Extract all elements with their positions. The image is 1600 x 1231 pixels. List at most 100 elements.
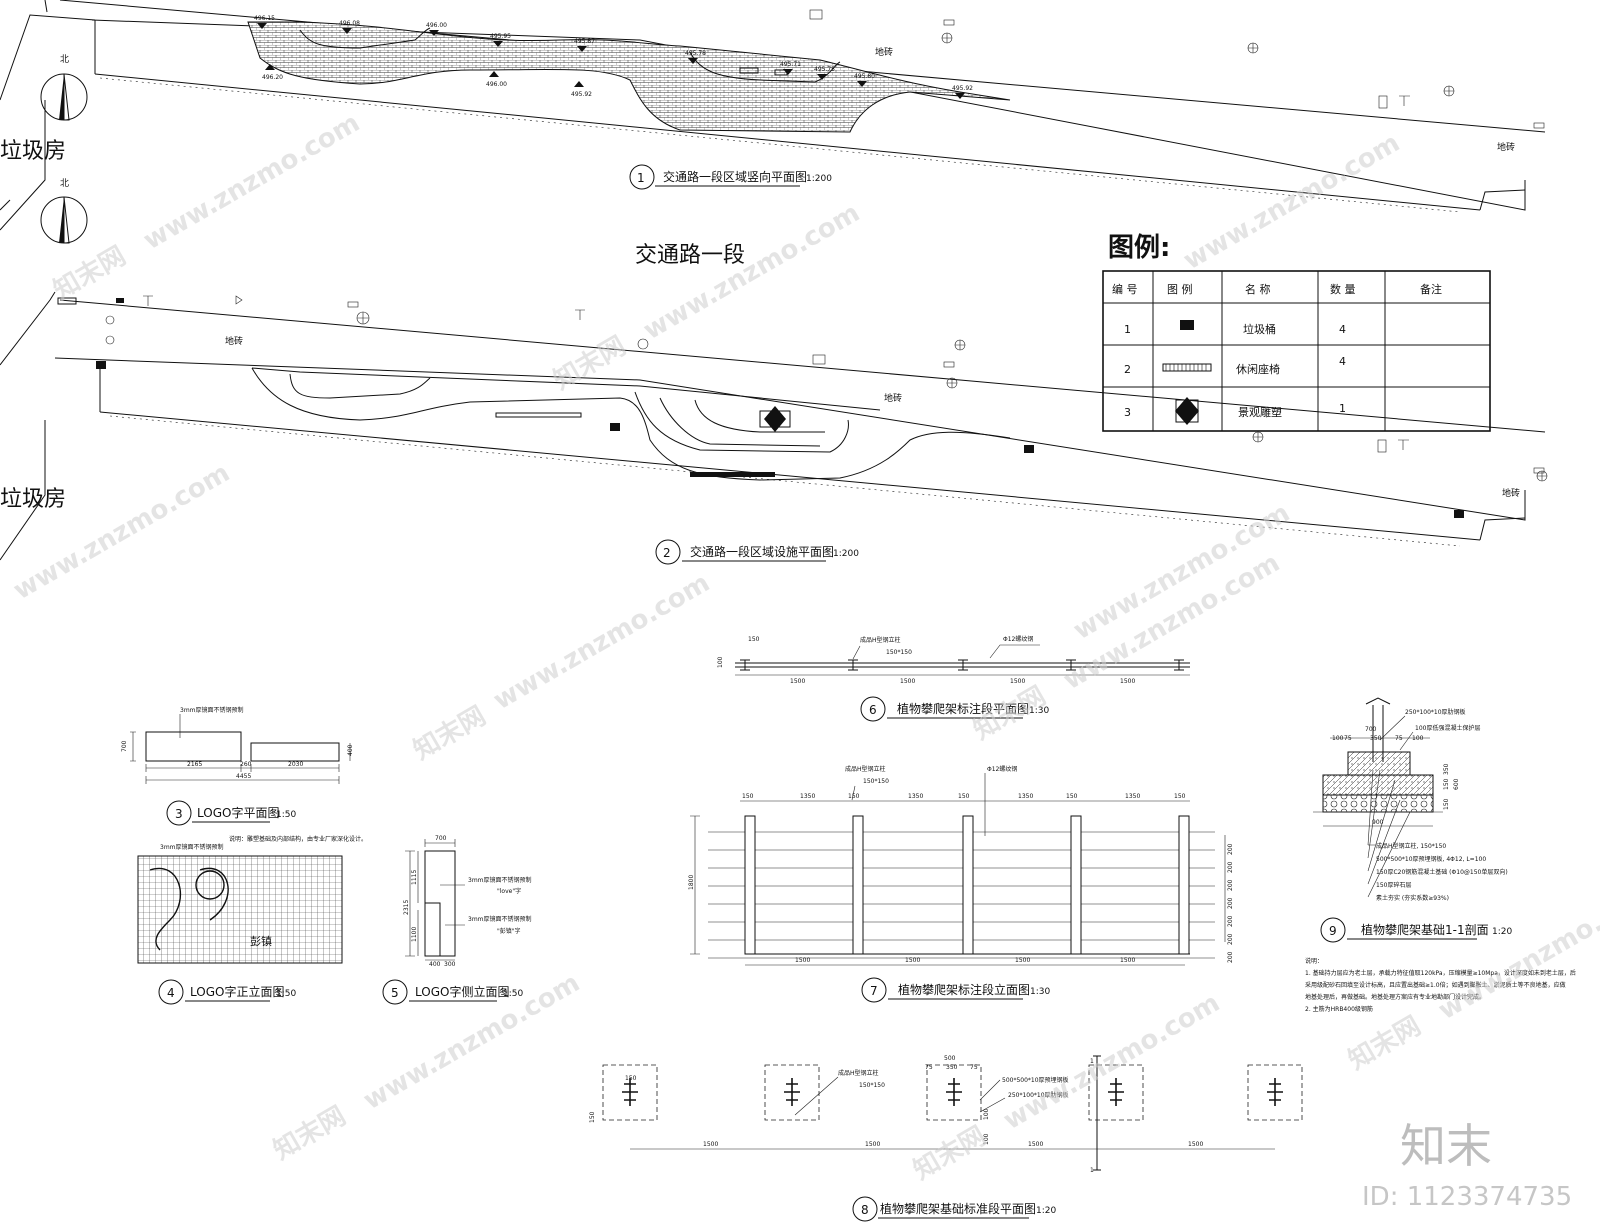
elevation-value: 495.71 (780, 61, 801, 68)
trellis-plan: 成品H型钢立柱 150*150 Φ12螺纹钢 150 1500 1500 150… (717, 635, 1190, 722)
svg-text:700: 700 (121, 740, 128, 752)
elevation-marker (265, 64, 275, 70)
svg-text:900: 900 (1372, 819, 1384, 826)
svg-text:LOGO字侧立面图: LOGO字侧立面图 (415, 984, 509, 999)
legend-row-no: 1 (1124, 323, 1131, 336)
dimension-text: 150 (848, 793, 860, 800)
svg-text:知末网: 知末网 (409, 701, 492, 766)
h-post-plan (848, 659, 858, 671)
dimension-text: 1350 (908, 793, 923, 800)
svg-text:150: 150 (589, 1111, 596, 1123)
svg-text:1500: 1500 (790, 678, 805, 685)
h-post-elevation (852, 815, 864, 955)
elevation-value: 495.87 (574, 38, 595, 45)
dimension-text: 200 (1227, 915, 1234, 927)
paving-label: 地砖 (884, 392, 902, 404)
svg-text:700: 700 (1365, 726, 1377, 733)
paving-label: 地砖 (1497, 141, 1515, 153)
elevation-value: 496.08 (339, 20, 360, 27)
north-arrow-icon: 北 (40, 178, 88, 244)
legend-row-qty: 1 (1339, 402, 1346, 415)
elevation-value: 496.00 (426, 22, 447, 29)
elevation-value: 495.80 (854, 73, 875, 80)
svg-text:成品H型钢立柱: 成品H型钢立柱 (860, 636, 901, 644)
svg-text:1:200: 1:200 (806, 174, 832, 184)
legend-header: 名 称 (1245, 282, 1271, 296)
elevation-value: 495.75 (814, 66, 835, 73)
paving-label: 地砖 (225, 335, 243, 347)
elevation-marker (574, 81, 584, 87)
elevation-marker (783, 69, 793, 75)
svg-text:150*150: 150*150 (886, 649, 912, 656)
svg-text:100: 100 (1332, 735, 1344, 742)
svg-text:1500: 1500 (795, 957, 810, 964)
footing-outline (764, 1064, 820, 1121)
svg-text:www.znzmo.com: www.znzmo.com (9, 458, 236, 606)
h-post-plan (1174, 659, 1184, 671)
h-post-elevation (1178, 815, 1190, 955)
elevation-marker (688, 58, 698, 64)
legend-row-no: 3 (1124, 406, 1131, 419)
svg-text:交通路一段区域设施平面图: 交通路一段区域设施平面图 (690, 544, 834, 559)
drawing-title-2: 2 交通路一段区域设施平面图 1:200 (655, 539, 859, 565)
svg-text:1:50: 1:50 (276, 810, 296, 820)
north-label: 北 (60, 178, 69, 189)
svg-text:75: 75 (925, 1064, 933, 1071)
elevation-marker (817, 74, 827, 80)
paving-label: 地砖 (1502, 487, 1520, 499)
svg-text:知末网: 知末网 (909, 1121, 992, 1186)
h-post-plan (1267, 1078, 1283, 1106)
svg-text:400: 400 (347, 744, 354, 756)
trash-bin-icon (1180, 320, 1194, 330)
h-post-elevation (962, 815, 974, 955)
svg-text:1500: 1500 (1028, 1141, 1043, 1148)
watermark: 知末网 www.znzmo.com 知末网 www.znzmo.com www.… (9, 108, 1600, 1212)
dimension-text: 200 (1227, 933, 1234, 945)
h-post-plan (958, 659, 968, 671)
svg-text:150: 150 (1443, 778, 1450, 790)
svg-text:采用级配砂石回填至设计标高，且应置出基础≥1.0倍；如遇到膨: 采用级配砂石回填至设计标高，且应置出基础≥1.0倍；如遇到膨胀土、淤泥质土等不良… (1305, 981, 1566, 989)
svg-text:植物攀爬架标注段平面图: 植物攀爬架标注段平面图 (897, 701, 1029, 716)
svg-text:说明：雕塑基础及内部结构，由专业厂家深化设计。: 说明：雕塑基础及内部结构，由专业厂家深化设计。 (229, 835, 367, 843)
foundation-section: 250*100*10厚肋钢板 100厚低强混凝土保护层 700 100 75 3… (1305, 697, 1576, 1013)
svg-text:150*150: 150*150 (863, 778, 889, 785)
building-label: 垃圾房 (0, 487, 66, 512)
logo-plan: 3mm厚镜面不锈钢预制 700 2165 260 2030 400 4455 3… (121, 706, 354, 826)
h-post-plan (1066, 659, 1076, 671)
dimension-text: 150 (958, 793, 970, 800)
legend-row-name: 休闲座椅 (1236, 362, 1280, 376)
svg-text:植物攀爬架基础1-1剖面: 植物攀爬架基础1-1剖面 (1361, 922, 1489, 937)
legend-row-qty: 4 (1339, 323, 1346, 336)
svg-text:350: 350 (946, 1064, 958, 1071)
svg-text:1115: 1115 (411, 870, 418, 885)
svg-text:2. 主筋为HRB400级钢筋: 2. 主筋为HRB400级钢筋 (1305, 1005, 1373, 1013)
foundation-plan: 500 75 350 75 成品H型钢立柱 150*150 500*500*10… (589, 1055, 1303, 1222)
dimension-text: 200 (1227, 951, 1234, 963)
elevation-marker (857, 81, 867, 87)
dimension-text: 1350 (1018, 793, 1033, 800)
svg-text:知末网: 知末网 (1344, 1011, 1427, 1076)
section-layer-label: 500*500*10厚预埋钢板, 4Φ12, L=100 (1376, 855, 1486, 863)
section-layer-label: 150厚碎石层 (1376, 881, 1411, 889)
svg-text:250*100*10厚肋钢板: 250*100*10厚肋钢板 (1405, 708, 1466, 716)
svg-text:150: 150 (625, 1075, 637, 1082)
svg-text:Φ12螺纹钢: Φ12螺纹钢 (1003, 635, 1033, 643)
svg-text:www.znzmo.com: www.znzmo.com (1434, 878, 1600, 1026)
svg-text:400: 400 (429, 961, 441, 968)
svg-text:1:20: 1:20 (1036, 1206, 1056, 1216)
footing-outline (1247, 1064, 1303, 1121)
legend: 图例: 编 号 图 例 名 称 数 量 备注 1 垃圾桶 4 2 休闲座椅 4 … (1102, 233, 1491, 432)
svg-text:交通路一段区域竖向平面图: 交通路一段区域竖向平面图 (663, 169, 807, 184)
elevation-value: 495.92 (952, 85, 973, 92)
legend-row-qty: 4 (1339, 355, 1346, 368)
legend-header: 备注 (1420, 282, 1442, 296)
svg-text:1500: 1500 (865, 1141, 880, 1148)
elevation-marker (955, 93, 965, 99)
svg-text:"彭镇"字: "彭镇"字 (497, 927, 521, 935)
svg-text:1. 基础持力层应为老土层，承载力特征值取120kPa，压缩: 1. 基础持力层应为老土层，承载力特征值取120kPa，压缩模量≥10Mpa，设… (1305, 969, 1576, 977)
dimension-text: 200 (1227, 861, 1234, 873)
drawing-title-1: 1 交通路一段区域竖向平面图 1:200 (629, 164, 832, 190)
logo-side-elevation: 700 2315 1115 1100 3mm厚镜面不锈钢预制 "love"字 3… (382, 835, 532, 1005)
